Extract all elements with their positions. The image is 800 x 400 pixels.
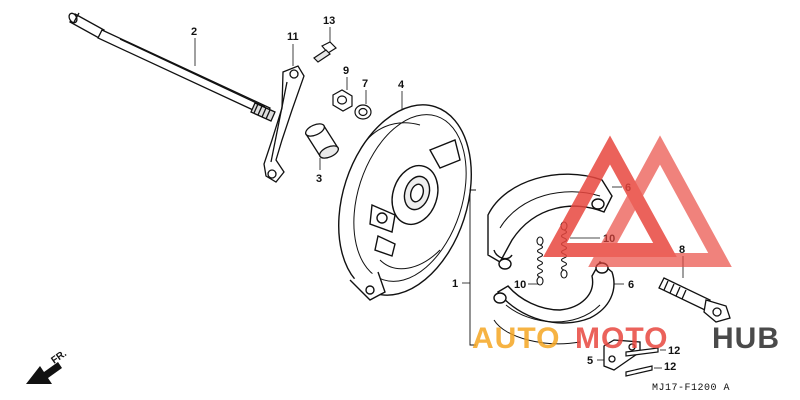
callout-5: 5: [587, 355, 593, 367]
callout-11: 11: [287, 31, 299, 43]
watermark-text-moto: MOTO: [575, 322, 668, 355]
watermark-logo: AUTO MOTO HUB: [472, 135, 780, 355]
callout-6b: 6: [628, 279, 634, 291]
nut: [332, 89, 353, 112]
callout-12a: 12: [668, 345, 680, 357]
bolt: [313, 41, 337, 63]
watermark-text-hub: HUB: [712, 322, 780, 355]
spring-lower: [536, 236, 544, 286]
callout-7: 7: [362, 78, 368, 90]
axle-rod: [68, 12, 276, 122]
front-direction-arrow: [26, 362, 62, 384]
collar: [304, 123, 340, 159]
cotter-pins: [625, 347, 659, 377]
watermark-triangle-right: [588, 135, 732, 267]
callout-3: 3: [316, 173, 322, 185]
washer: [354, 104, 372, 120]
brake-panel: [338, 104, 472, 301]
callout-2: 2: [191, 26, 197, 38]
callout-9: 9: [343, 65, 349, 77]
diagram-code: MJ17-F1200 A: [652, 383, 730, 394]
callout-1: 1: [452, 278, 458, 290]
direction-label: FR.: [49, 348, 69, 366]
callout-8: 8: [679, 244, 685, 256]
watermark-text-auto: AUTO: [472, 322, 560, 355]
callout-4: 4: [398, 79, 405, 91]
group-bracket: [469, 189, 476, 346]
callout-13: 13: [323, 15, 335, 27]
brake-cam: [658, 277, 731, 323]
torque-arm: [263, 65, 305, 183]
callout-12b: 12: [664, 361, 676, 373]
callout-10b: 10: [514, 279, 526, 291]
anchor-plate: [603, 339, 641, 371]
